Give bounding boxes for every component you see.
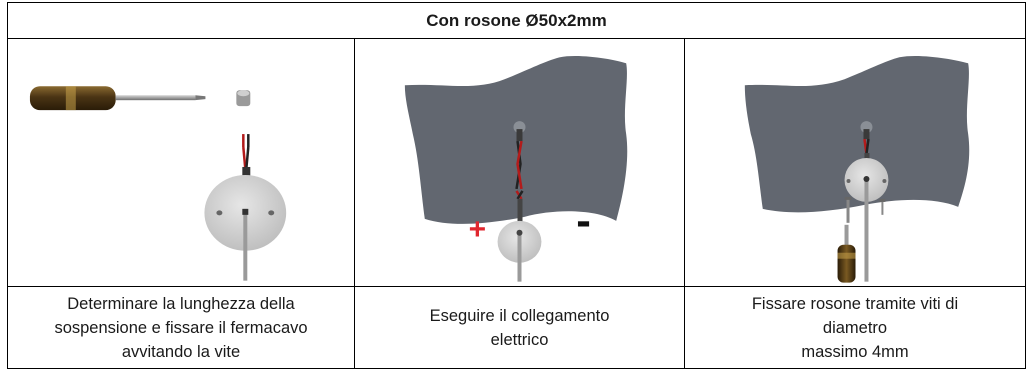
- table-title: Con rosone Ø50x2mm: [7, 2, 1026, 39]
- caption-line: elettrico: [490, 330, 549, 349]
- step-3-drawing: [744, 55, 970, 283]
- ceiling-hole-icon: [513, 121, 526, 142]
- step-2-caption: Eseguire il collegamento elettrico: [354, 286, 685, 369]
- step-3-caption: Fissare rosone tramite viti di diametro …: [684, 286, 1026, 369]
- step-3-illustration: [684, 38, 1026, 287]
- rosette-icon: [497, 220, 542, 282]
- instruction-sheet: Con rosone Ø50x2mm: [7, 2, 1026, 369]
- caption-line: sospensione e fissare il fermacavo: [54, 318, 308, 337]
- step-1-illustration: [7, 38, 355, 287]
- ceiling-icon: [744, 55, 970, 213]
- screw-icon: [844, 196, 852, 223]
- screwdriver-icon: [837, 224, 856, 283]
- ceiling-hole-icon: [860, 121, 873, 140]
- wires-icon: [515, 140, 524, 225]
- step-2-illustration: + -: [354, 38, 685, 287]
- caption-line: Eseguire il collegamento: [429, 306, 610, 325]
- rosette-icon: [204, 174, 287, 281]
- step-1-caption: Determinare la lunghezza della sospensio…: [7, 286, 355, 369]
- screwdriver-icon: [29, 86, 206, 111]
- plus-sign: +: [469, 213, 486, 246]
- caption-line: Fissare rosone tramite viti di: [751, 294, 959, 313]
- screw-icon: [879, 198, 886, 215]
- minus-sign: -: [576, 196, 591, 245]
- caption-line: Determinare la lunghezza della: [67, 294, 295, 313]
- rosette-icon: [844, 158, 889, 282]
- ceiling-icon: [404, 56, 628, 224]
- caption-line: massimo 4mm: [801, 342, 909, 361]
- step-2-drawing: + -: [404, 56, 628, 282]
- cable-stop-icon: [236, 90, 251, 107]
- instruction-table: Con rosone Ø50x2mm: [7, 2, 1026, 369]
- caption-line: avvitando la vite: [121, 342, 241, 361]
- caption-line: diametro: [822, 318, 888, 337]
- step-1-drawing: [29, 86, 287, 281]
